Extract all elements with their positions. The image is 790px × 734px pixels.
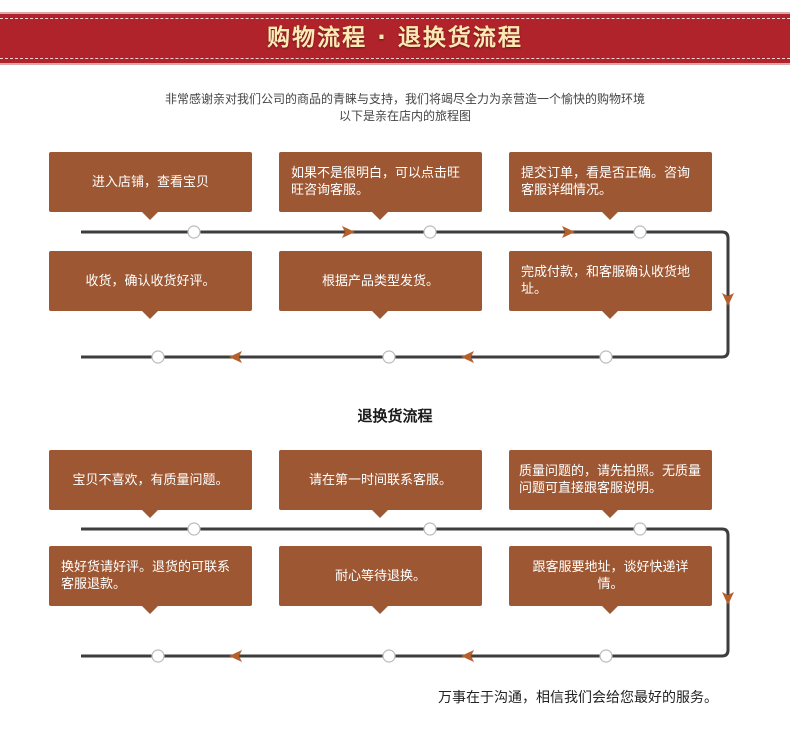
- returns-step-node: [382, 649, 396, 663]
- returns-step-box: 耐心等待退换。: [279, 546, 482, 614]
- shopping-step-node: [423, 225, 437, 239]
- box-pointer: [602, 212, 618, 220]
- returns-step-node: [633, 522, 647, 536]
- shopping-step-box: 提交订单，看是否正确。咨询客服详细情况。: [509, 152, 712, 220]
- returns-step-box: 请在第一时间联系客服。: [279, 450, 482, 518]
- arrow-left-icon: [229, 650, 242, 662]
- returns-step-node: [599, 649, 613, 663]
- shopping-step-text: 进入店铺，查看宝贝: [91, 174, 209, 190]
- returns-step-text: 宝贝不喜欢，有质量问题。: [72, 472, 229, 488]
- box-pointer: [142, 606, 158, 614]
- shopping-step-box: 如果不是很明白，可以点击旺旺咨询客服。: [279, 152, 482, 220]
- shopping-step-box: 进入店铺，查看宝贝: [49, 152, 252, 220]
- box-pointer: [602, 606, 618, 614]
- shopping-step-box: 收货，确认收货好评。: [49, 251, 252, 319]
- returns-step-text: 请在第一时间联系客服。: [308, 472, 452, 488]
- shopping-step-node: [187, 225, 201, 239]
- shopping-step-node: [382, 350, 396, 364]
- returns-step-text: 质量问题的，请先拍照。无质量问题可直接跟客服说明。: [519, 464, 702, 496]
- returns-step-node: [187, 522, 201, 536]
- banner-stitch-band: [0, 18, 790, 59]
- shopping-step-text: 根据产品类型发货。: [321, 273, 439, 289]
- shopping-step-node: [151, 350, 165, 364]
- box-pointer: [142, 311, 158, 319]
- intro-line-2: 以下是亲在店内的旅程图: [338, 109, 471, 123]
- box-pointer: [602, 311, 618, 319]
- footer-message: 万事在于沟通，相信我们会给您最好的服务。: [438, 690, 718, 706]
- arrow-right-icon: [342, 226, 355, 238]
- arrow-down-icon: [722, 293, 734, 306]
- returns-section-title: 退换货流程: [357, 407, 433, 425]
- shopping-step-text: 提交订单，看是否正确。咨询客服详细情况。: [521, 166, 691, 198]
- box-pointer: [372, 311, 388, 319]
- box-pointer: [372, 212, 388, 220]
- shopping-step-text: 如果不是很明白，可以点击旺旺咨询客服。: [291, 166, 461, 198]
- box-pointer: [142, 212, 158, 220]
- shopping-step-box: 根据产品类型发货。: [279, 251, 482, 319]
- returns-step-box: 跟客服要地址，谈好快递详情。: [509, 546, 712, 614]
- returns-step-text: 换好货请好评。退货的可联系客服退款。: [61, 560, 231, 592]
- shopping-step-node: [633, 225, 647, 239]
- shopping-step-text: 收货，确认收货好评。: [85, 273, 216, 289]
- returns-step-text: 跟客服要地址，谈好快递详情。: [532, 560, 689, 592]
- intro-line-1: 非常感谢亲对我们公司的商品的青睐与支持，我们将竭尽全力为亲营造一个愉快的购物环境: [164, 92, 645, 106]
- returns-step-node: [151, 649, 165, 663]
- box-pointer: [602, 510, 618, 518]
- box-pointer: [142, 510, 158, 518]
- arrow-left-icon: [229, 351, 242, 363]
- shopping-step-node: [599, 350, 613, 364]
- returns-step-box: 质量问题的，请先拍照。无质量问题可直接跟客服说明。: [509, 450, 712, 518]
- page-title: 购物流程 · 退换货流程: [267, 25, 523, 51]
- shopping-step-text: 完成付款，和客服确认收货地址。: [521, 265, 691, 297]
- arrow-left-icon: [461, 650, 474, 662]
- arrow-right-icon: [562, 226, 575, 238]
- arrow-left-icon: [461, 351, 474, 363]
- returns-step-node: [423, 522, 437, 536]
- box-pointer: [372, 606, 388, 614]
- returns-step-text: 耐心等待退换。: [334, 568, 426, 584]
- returns-step-box: 换好货请好评。退货的可联系客服退款。: [49, 546, 252, 614]
- box-pointer: [372, 510, 388, 518]
- arrow-down-icon: [722, 592, 734, 605]
- shopping-step-box: 完成付款，和客服确认收货地址。: [509, 251, 712, 319]
- header-banner: 购物流程 · 退换货流程: [0, 12, 790, 65]
- returns-step-box: 宝贝不喜欢，有质量问题。: [49, 450, 252, 518]
